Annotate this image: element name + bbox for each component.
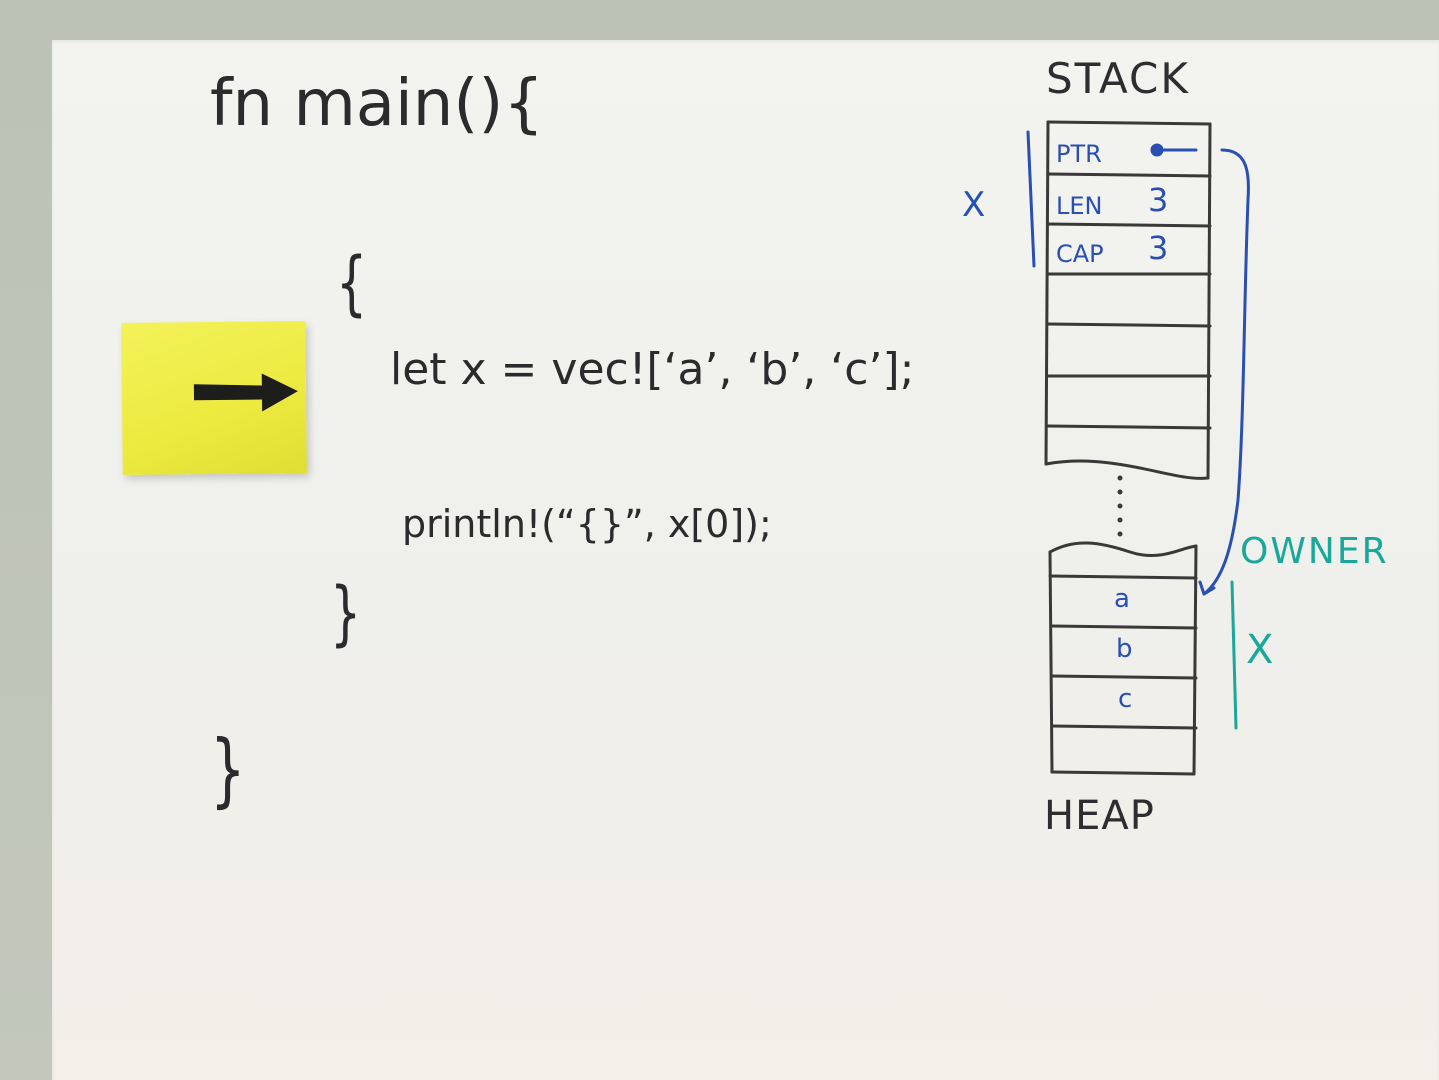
- ellipsis-dots: [1117, 475, 1123, 537]
- outer-close-brace: }: [210, 723, 246, 816]
- heap-cell-b: b: [1116, 634, 1133, 664]
- stack-divider: [1046, 322, 1212, 328]
- pointer-arrow: [1150, 143, 1250, 596]
- let-statement-line: let x = vec![‘a’, ‘b’, ‘c’];: [390, 344, 915, 395]
- heap-box: [1048, 541, 1198, 776]
- stack-cell-len-field: LEN: [1056, 192, 1103, 220]
- stack-box: [1044, 120, 1212, 480]
- stack-cell-len-value: 3: [1148, 181, 1169, 219]
- whiteboard: [52, 40, 1439, 1080]
- heap-divider: [1050, 674, 1198, 680]
- heap-x-bracket: [1230, 580, 1238, 730]
- heap-cell-c: c: [1118, 684, 1133, 714]
- heap-divider: [1050, 724, 1198, 730]
- heap-title: HEAP: [1044, 793, 1155, 839]
- heap-cell-a: a: [1114, 584, 1130, 614]
- right-arrow-icon: [193, 373, 298, 412]
- println-statement-line: println!(“{}”, x[0]);: [402, 502, 772, 546]
- stack-divider: [1046, 424, 1212, 430]
- inner-open-brace: {: [336, 242, 368, 324]
- heap-divider: [1048, 574, 1198, 580]
- heap-divider: [1050, 624, 1198, 630]
- stack-divider: [1046, 222, 1212, 228]
- stack-variable-label: X: [962, 185, 986, 225]
- stack-x-bracket: [1026, 130, 1036, 268]
- heap-variable-label: X: [1246, 627, 1274, 673]
- inner-close-brace: }: [330, 572, 362, 654]
- owner-label: OWNER: [1240, 531, 1389, 572]
- sticky-note: [121, 321, 307, 475]
- stack-cell-cap-value: 3: [1148, 229, 1169, 267]
- fn-main-line: fn main(){: [210, 67, 544, 141]
- stack-divider: [1046, 172, 1212, 178]
- stack-title: STACK: [1046, 54, 1190, 103]
- stack-cell-ptr-field: PTR: [1056, 140, 1102, 168]
- stack-cell-cap-field: CAP: [1056, 240, 1104, 268]
